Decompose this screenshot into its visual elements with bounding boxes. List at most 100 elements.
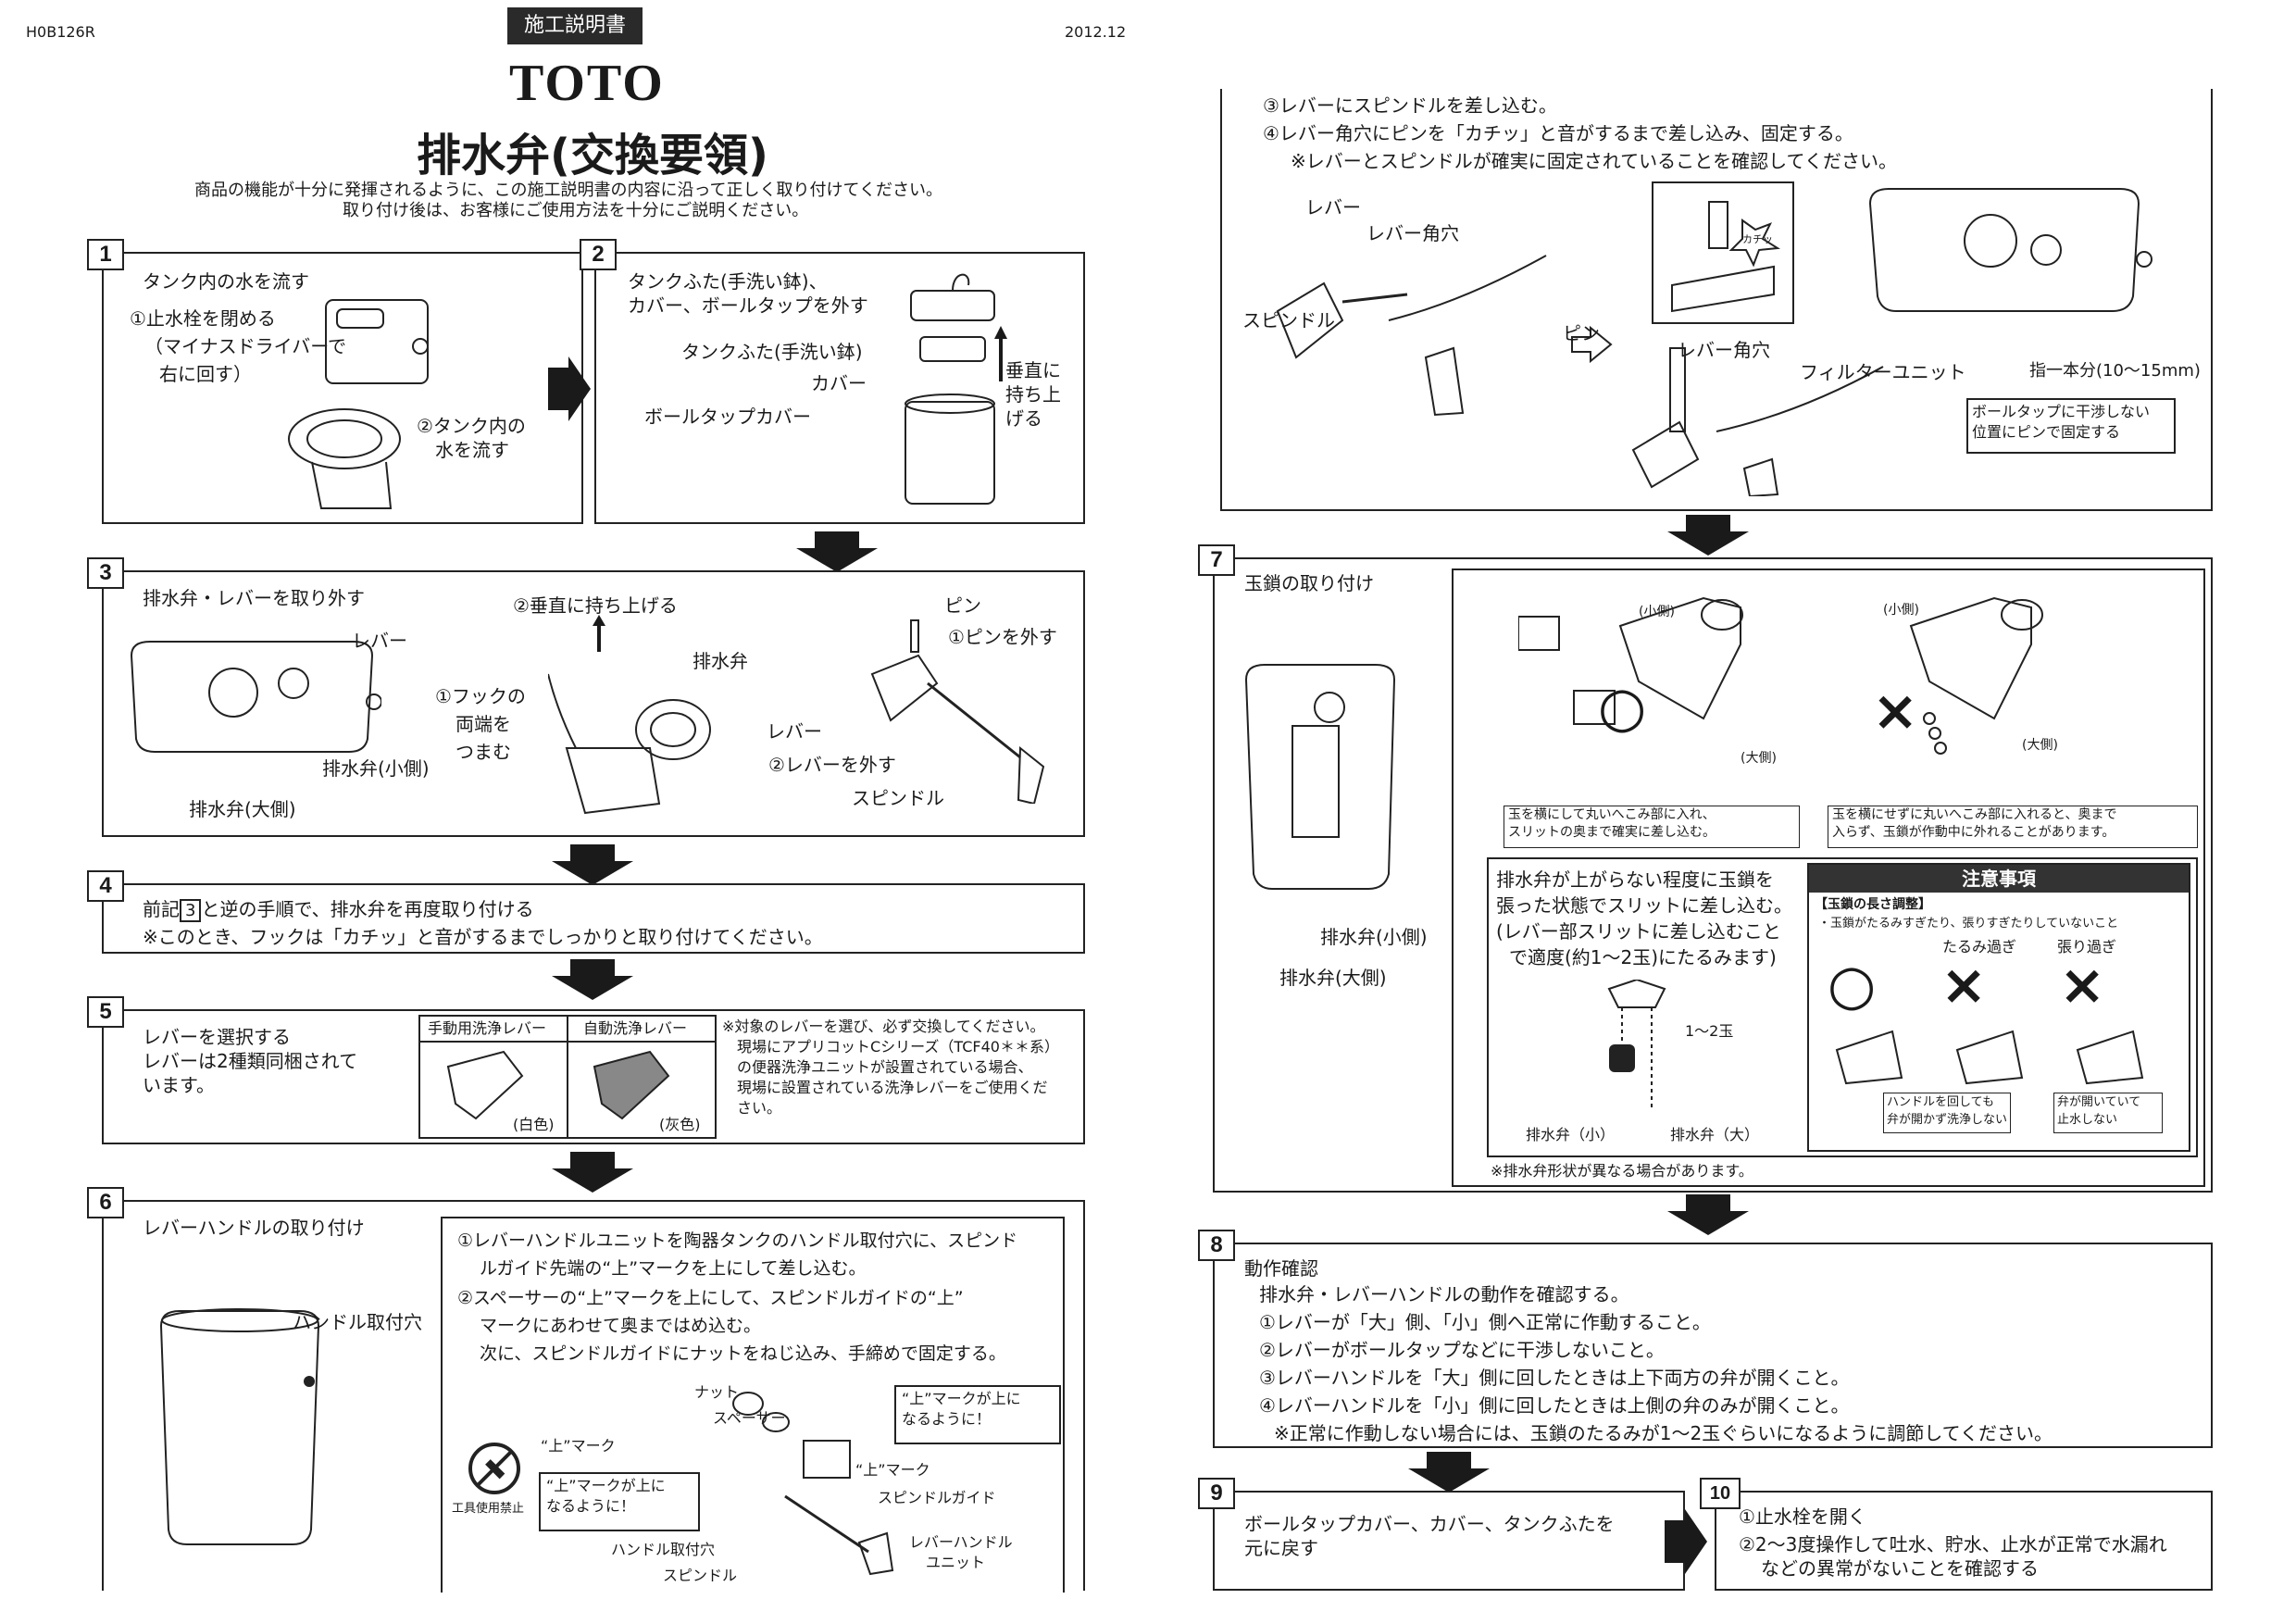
ok-note-box: 玉を横にして丸いへこみ部に入れ、 スリットの奥まで確実に差し込む。 [1504, 806, 1800, 848]
caution-box: 注意事項 【玉鎖の長さ調整】 ・玉鎖がたるみすぎたり、張りすぎたりしていないこと… [1807, 863, 2190, 1152]
label-too-tight: 張り過ぎ [2057, 938, 2117, 956]
tight-note-1: 弁が開いていて [2057, 1095, 2141, 1109]
arrow-right-icon [548, 356, 591, 421]
white-color-label: (白色) [513, 1116, 555, 1133]
valve-shape-note: ※排水弁形状が異なる場合があります。 [1491, 1162, 1753, 1180]
step-1-box: タンク内の水を流す ①止水栓を閉める （マイナスドライバーで 右に回す） ②タン… [102, 252, 583, 524]
tank-filter-illustration [1868, 188, 2152, 312]
doc-type-badge: 施工説明書 [507, 7, 643, 44]
step-8-line-2: ②レバーがボールタップなどに干渉しないこと。 [1259, 1339, 1665, 1361]
label-balltap-cover: ボールタップカバー [644, 406, 811, 428]
loose-note-1: ハンドルを回しても [1887, 1095, 1994, 1109]
label-lift-2: 持ち上 [1005, 383, 1061, 406]
step-9-box: ボールタップカバー、カバー、タンクふたを 元に戻す [1213, 1491, 1685, 1591]
step-6-p2c: 次に、スピンドルガイドにナットをねじ込み、手締めで固定する。 [480, 1343, 1006, 1364]
ng-note-1: 玉を横にせずに丸いへこみ部に入れると、奥まで [1832, 807, 2117, 822]
label-big-side: (大側) [1741, 751, 1777, 766]
up-arrow-icon [994, 326, 1007, 381]
step-10-line-1: ①止水栓を開く [1739, 1505, 1866, 1528]
label-up-mark-1: “上”マーク [541, 1437, 616, 1455]
tank-side-illustration [159, 1308, 320, 1545]
step-10-line-2: ②2〜3度操作して吐水、貯水、止水が正常で水漏れ [1739, 1533, 2167, 1555]
step-8-line-1: ①レバーが「大」側、「小」側へ正常に作動すること。 [1259, 1311, 1711, 1333]
step-3-title: 排水弁・レバーを取り外す [143, 587, 365, 609]
step-8-line-0: 排水弁・レバーハンドルの動作を確認する。 [1259, 1283, 1629, 1305]
callout-fix-1: ボールタップに干渉しない [1972, 403, 2151, 420]
step-6-l3: ③レバーにスピンドルを差し込む。 [1263, 94, 1557, 117]
step-3-box: 排水弁・レバーを取り外す レバー 排水弁(小側) 排水弁(大側) ②垂直に持ち上… [102, 570, 1085, 837]
step-9-line-2: 元に戻す [1244, 1537, 1318, 1559]
step-5-note-2: 現場にアプリコットCシリーズ（TCF40＊＊系） [737, 1038, 1059, 1056]
label-pin-r: ピン [1563, 322, 1600, 344]
step-4-prefix: 前記 [143, 898, 180, 920]
label-pin-remove: ①ピンを外す [948, 626, 1057, 648]
loose-note-2: 弁が開かず洗浄しない [1887, 1113, 2008, 1127]
tank-chain-illustration [1244, 664, 1396, 890]
step-4-suffix: と逆の手順で、排水弁を再度取り付ける [201, 898, 534, 920]
pin-click-illustration [1671, 201, 1781, 313]
step-5-title-1: レバーを選択する [143, 1026, 291, 1048]
chain-main-4: で適度(約1〜2玉)にたるみます) [1509, 946, 1777, 968]
table-header-auto: 自動洗浄レバー [583, 1019, 688, 1037]
label-hook-2: 両端を [455, 713, 511, 735]
step-1-title: タンク内の水を流す [143, 270, 309, 293]
step-6-p1b: ルガイド先端の“上”マークを上にして差し込む。 [480, 1258, 867, 1279]
label-spacer: スペーサー [713, 1409, 786, 1427]
step-8-title: 動作確認 [1244, 1257, 1318, 1280]
pin-position-callout: ボールタップに干渉しない 位置にピンで固定する [1966, 398, 2176, 454]
label-one-two-balls: 1〜2玉 [1685, 1022, 1734, 1040]
label-lift-3: げる [1005, 407, 1042, 430]
step-6-box: レバーハンドルの取り付け ハンドル取付穴 ①レバーハンドルユニットを陶器タンクの… [102, 1200, 1085, 1593]
lever-insert-illustration [1276, 255, 1547, 417]
step-8-line-4: ④レバーハンドルを「小」側に回したときは上側の弁のみが開くこと。 [1259, 1394, 1850, 1417]
callout-fix-2: 位置にピンで固定する [1972, 423, 2121, 441]
label-square-hole-2: レバー角穴 [1678, 339, 1770, 361]
step-6-continued-box: ③レバーにスピンドルを差し込む。 ④レバー角穴にピンを「カチッ」と音がするまで差… [1220, 89, 2213, 511]
step-2-title-2: カバー、ボールタップを外す [628, 294, 868, 317]
step-5-box: レバーを選択する レバーは2種類同梱されて います。 手動用洗浄レバー 自動洗浄… [102, 1009, 1085, 1144]
step-6-p2b: マークにあわせて奥まではめ込む。 [480, 1316, 762, 1336]
label-cover: カバー [811, 372, 867, 394]
tight-note-2: 止水しない [2057, 1113, 2118, 1127]
click-detail-box: カチッ [1652, 181, 1794, 324]
step-3-number: 3 [87, 557, 124, 589]
label-pin: ピン [944, 594, 981, 617]
ok-note-1: 玉を横にして丸いへこみ部に入れ、 [1508, 807, 1716, 822]
caution-adjust-title: 【玉鎖の長さ調整】 [1815, 897, 1931, 912]
step-10-number: 10 [1700, 1478, 1741, 1509]
callout-up-mark-2: “上”マークが上に なるように！ [894, 1385, 1061, 1444]
toilet-illustration [288, 299, 429, 509]
step-1-text-3: 右に回す） [159, 363, 252, 385]
label-no-tools: 工具使用禁止 [452, 1502, 525, 1516]
label-lever-unit-1: レバーハンドル [909, 1533, 1013, 1551]
chain-main-1: 排水弁が上がらない程度に玉鎖を [1496, 868, 1774, 891]
chain-tension-panel: 排水弁が上がらない程度に玉鎖を 張った状態でスリットに差し込む。 (レバー部スリ… [1487, 857, 2198, 1157]
label-big-side-2: (大側) [2022, 738, 2058, 753]
step-1-text-4: ②タンク内の [417, 415, 526, 437]
step-ref-badge: 3 [180, 899, 202, 922]
doc-code: H0B126R [26, 23, 95, 41]
intro-line-2: 取り付け後は、お客様にご使用方法を十分にご説明ください。 [343, 201, 809, 220]
step-9-number: 9 [1198, 1478, 1235, 1509]
intro-line-1: 商品の機能が十分に発揮されるように、この施工説明書の内容に沿って正しく取り付けて… [194, 181, 943, 200]
label-too-loose: たるみ過ぎ [1942, 938, 2017, 956]
callout-2-line-1: “上”マークが上に [902, 1390, 1021, 1407]
ng-mark-loose: × [1940, 953, 1988, 1018]
up-arrow-icon [593, 615, 605, 652]
arrow-right-outline-icon [1571, 326, 1613, 363]
step-5-title-3: います。 [143, 1074, 215, 1096]
drain-valve-illustration [548, 673, 711, 815]
step-5-note-5: さい。 [737, 1099, 782, 1117]
chain-ok-illustration [1518, 596, 1743, 725]
label-filter-unit: フィルターユニット [1800, 361, 1966, 383]
ng-mark: × [1872, 679, 1919, 743]
ok-mark: ○ [1598, 675, 1647, 740]
label-small-side-2: (小側) [1883, 603, 1919, 618]
step-6-l4: ④レバー角穴にピンを「カチッ」と音がするまで差し込み、固定する。 [1263, 122, 1853, 144]
step-6-title: レバーハンドルの取り付け [143, 1217, 365, 1239]
label-tank-valve-small: 排水弁(小側) [1320, 926, 1428, 948]
label-spindle: スピンドル [852, 787, 944, 809]
gray-lever-illustration [593, 1050, 670, 1120]
label-hook-1: ①フックの [435, 685, 526, 707]
